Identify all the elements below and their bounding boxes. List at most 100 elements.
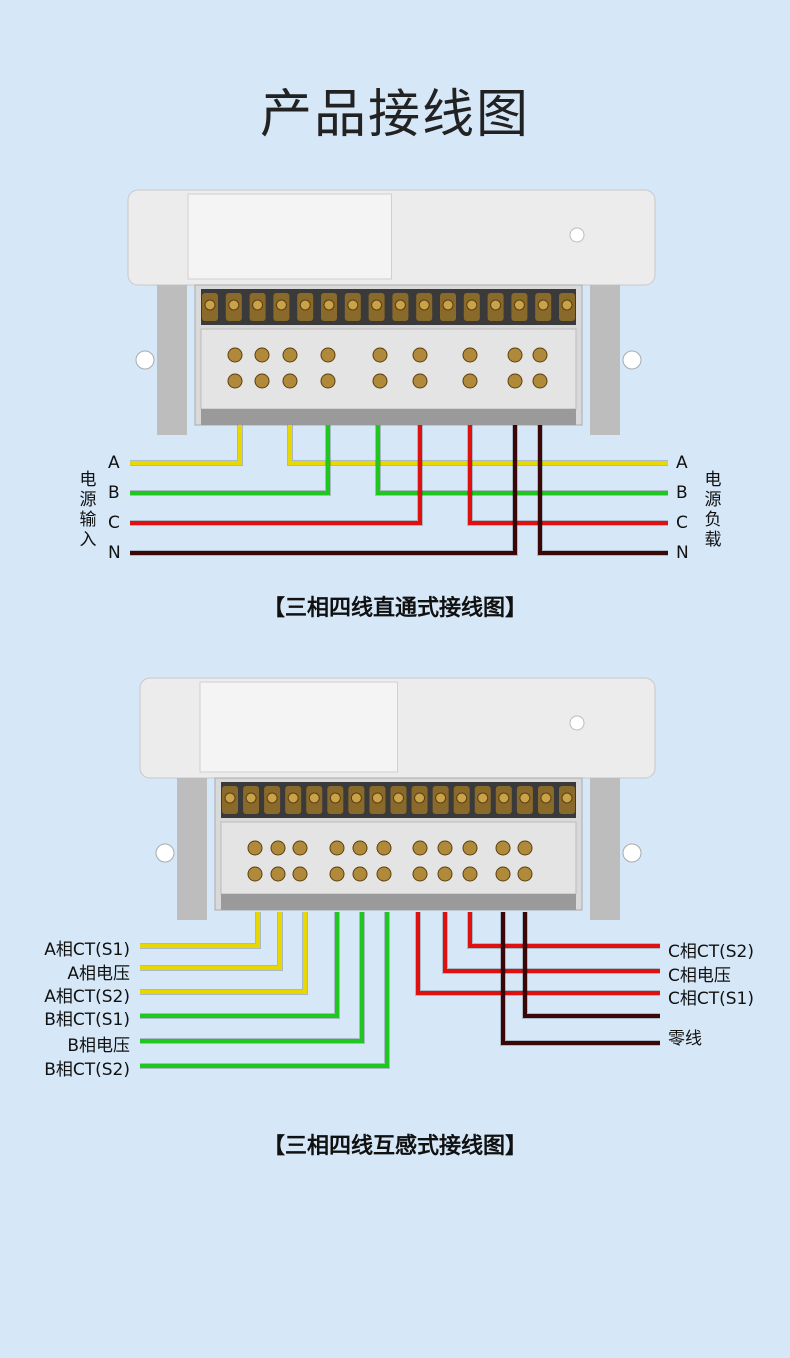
d1-wire-b-out xyxy=(376,425,668,495)
d2-bottom-screw xyxy=(352,840,368,856)
d1-terminal-screw xyxy=(371,299,383,311)
d2-wire-entry-strip xyxy=(221,894,576,910)
d2-wire-c-voltage-shadow xyxy=(442,912,660,974)
d2-terminal-screw xyxy=(393,792,404,804)
d2-label-c-ct-s2: C相CT(S2) xyxy=(668,942,754,962)
d2-terminal-screw xyxy=(329,792,341,804)
d2-wire-b-voltage-shadow xyxy=(140,912,365,1044)
d2-terminal-screw xyxy=(414,792,426,804)
d1-bottom-screw xyxy=(372,373,388,389)
d1-left-label-c: C xyxy=(108,513,120,533)
d1-bottom-screw xyxy=(412,347,428,363)
d2-label-b-voltage: B相电压 xyxy=(67,1036,130,1056)
d2-wire-c-ct-s1 xyxy=(416,912,660,995)
d2-wire-a-ct-s1 xyxy=(140,912,260,948)
d2-terminal-screw xyxy=(308,792,320,804)
d2-wire-neutral-1-shadow xyxy=(522,912,660,1019)
d2-terminal-screw xyxy=(540,792,552,804)
d1-bottom-screw xyxy=(254,373,270,389)
d1-left-label-b: B xyxy=(108,483,120,503)
d1-terminal-screw xyxy=(323,299,335,311)
d1-lower-terminal-area xyxy=(200,328,577,410)
d2-bottom-screw xyxy=(517,840,533,856)
d1-bottom-screw xyxy=(282,347,298,363)
d2-left-bracket xyxy=(177,778,207,920)
d2-terminal-screw xyxy=(371,792,383,804)
d2-label-b-ct-s1: B相CT(S1) xyxy=(44,1010,130,1030)
d2-bottom-screw xyxy=(376,866,392,882)
d2-wire-neutral-2 xyxy=(501,912,660,1045)
d1-caption: 【三相四线直通式接线图】 xyxy=(262,596,527,621)
d1-seal-hole xyxy=(569,227,585,243)
d2-bottom-screw xyxy=(517,866,533,882)
d2-bottom-screw xyxy=(495,866,511,882)
d1-terminal-screw xyxy=(418,299,430,311)
d1-power-input-label: 电源输入 xyxy=(79,470,97,550)
d2-bottom-screw xyxy=(292,866,308,882)
d1-bottom-screw xyxy=(227,347,243,363)
d1-mount-right xyxy=(622,350,642,370)
d2-bottom-screw xyxy=(247,840,263,856)
d1-wire-c-in xyxy=(130,425,422,525)
d2-label-c-voltage: C相电压 xyxy=(668,966,731,986)
d1-bottom-screw xyxy=(282,373,298,389)
d1-bottom-screw xyxy=(372,347,388,363)
d1-wire-b-in xyxy=(130,425,330,495)
d1-cover-panel xyxy=(187,193,392,280)
d2-bottom-screw xyxy=(462,866,478,882)
d1-wire-n-out xyxy=(538,425,668,555)
d1-terminal-screw xyxy=(347,299,359,311)
d1-right-label-c: C xyxy=(676,513,688,533)
d2-terminal-screw xyxy=(498,792,510,804)
d2-wire-a-ct-s2 xyxy=(140,912,307,994)
d1-wire-n-in xyxy=(130,425,517,555)
d1-bottom-screw xyxy=(320,347,336,363)
d2-wire-b-ct-s1 xyxy=(140,912,339,1018)
d2-bottom-screw xyxy=(412,840,428,856)
d1-bottom-screw xyxy=(507,347,523,363)
d1-wire-b-in-shadow xyxy=(130,425,331,496)
d1-terminal-screw xyxy=(204,299,216,311)
d2-terminal-screw xyxy=(350,792,362,804)
d1-bottom-screw xyxy=(462,373,478,389)
d1-terminal-screw xyxy=(228,299,240,311)
d2-label-a-ct-s1: A相CT(S1) xyxy=(44,940,130,960)
d2-wire-b-voltage xyxy=(140,912,364,1043)
d2-label-a-ct-s2: A相CT(S2) xyxy=(44,987,130,1007)
d1-wire-a-in xyxy=(130,425,242,465)
d1-wire-n-in-shadow xyxy=(130,425,518,556)
d1-terminal-screw xyxy=(466,299,478,311)
d2-seal-hole xyxy=(569,715,585,731)
d2-bottom-screw xyxy=(462,840,478,856)
d1-terminal-screw xyxy=(561,299,573,311)
d2-cover-panel xyxy=(199,681,398,773)
page-title: 产品接线图 xyxy=(259,85,530,145)
d2-mount-left xyxy=(155,843,175,863)
d2-bottom-screw xyxy=(352,866,368,882)
d2-bottom-screw xyxy=(495,840,511,856)
d1-right-bracket xyxy=(590,285,620,435)
d1-left-bracket xyxy=(157,285,187,435)
d2-bottom-screw xyxy=(376,840,392,856)
d2-terminal-screw xyxy=(435,792,447,804)
d2-right-bracket xyxy=(590,778,620,920)
d1-terminal-screw xyxy=(537,299,549,311)
d2-wire-c-ct-s2-shadow xyxy=(467,912,660,949)
d1-terminal-screw xyxy=(442,299,454,311)
d2-terminal-screw xyxy=(266,792,278,804)
d1-terminal-screw xyxy=(299,299,311,311)
d1-wire-c-out xyxy=(468,425,668,525)
d2-bottom-screw xyxy=(329,866,345,882)
d2-bottom-screw xyxy=(247,866,263,882)
d2-wire-c-voltage xyxy=(443,912,660,973)
d2-label-b-ct-s2: B相CT(S2) xyxy=(44,1060,130,1080)
d2-terminal-screw xyxy=(561,792,573,804)
d1-wire-n-out-shadow xyxy=(537,425,668,556)
d2-caption: 【三相四线互感式接线图】 xyxy=(262,1134,527,1159)
d1-terminal-screw xyxy=(490,299,502,311)
d2-mount-right xyxy=(622,843,642,863)
d1-right-label-b: B xyxy=(676,483,688,503)
d1-right-label-a: A xyxy=(676,453,688,473)
d2-terminal-screw xyxy=(519,792,531,804)
